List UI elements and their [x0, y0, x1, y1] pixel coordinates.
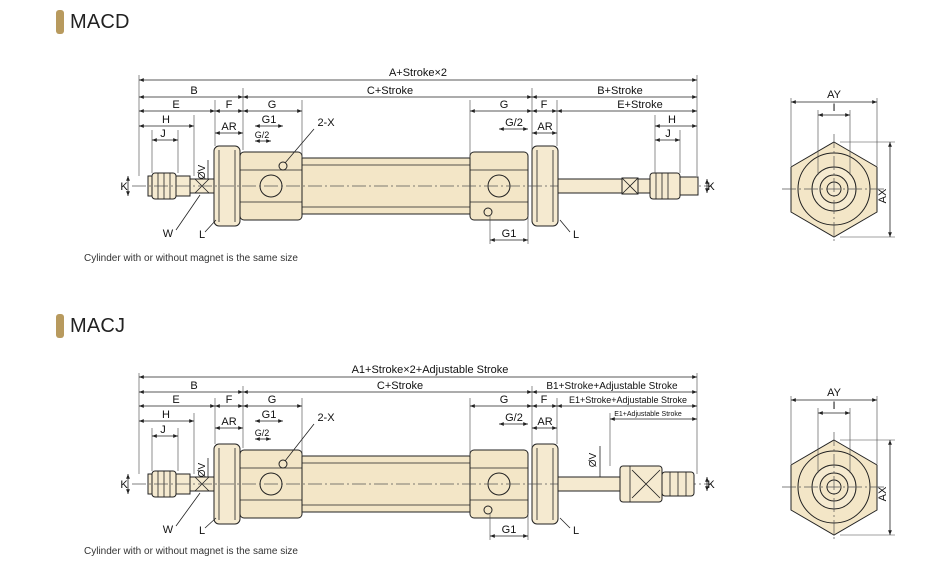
label-g1: G1	[262, 409, 277, 421]
label-ar-right: AR	[537, 416, 552, 428]
label-l: L	[199, 525, 205, 537]
label-ar: AR	[221, 121, 236, 133]
label-j: J	[160, 424, 166, 436]
label-j: J	[160, 128, 166, 140]
label-h: H	[162, 114, 170, 126]
label-a: A+Stroke×2	[389, 67, 447, 79]
section-header-macd: MACD	[56, 9, 130, 35]
label-b-right: B+Stroke	[597, 85, 643, 97]
label-v: ØV	[197, 462, 208, 477]
label-b: B	[190, 85, 197, 97]
section-title: MACJ	[70, 314, 126, 337]
label-2x: 2-X	[317, 117, 335, 129]
label-h: H	[162, 409, 170, 421]
label-k: K	[120, 479, 128, 491]
label-g-right: G	[500, 394, 509, 406]
label-ar: AR	[221, 416, 236, 428]
label-k: K	[120, 181, 128, 193]
label-f: F	[226, 394, 233, 406]
macj-drawing: A1+Stroke×2+Adjustable Stroke B C+Stroke…	[120, 364, 895, 542]
label-l-right: L	[573, 229, 579, 241]
label-2x: 2-X	[317, 412, 335, 424]
label-g1-right: G1	[502, 524, 517, 536]
label-v-right: ØV	[588, 452, 599, 467]
label-c: C+Stroke	[377, 380, 423, 392]
section-marker-icon	[56, 314, 64, 338]
label-i: I	[832, 102, 835, 114]
label-g2: G/2	[255, 428, 270, 438]
label-ay: AY	[827, 89, 842, 101]
section-header-macj: MACJ	[56, 313, 125, 339]
section-marker-icon	[56, 10, 64, 34]
label-g: G	[268, 99, 277, 111]
label-j-right: J	[665, 128, 671, 140]
label-ar-right: AR	[537, 121, 552, 133]
label-g1: G1	[262, 114, 277, 126]
label-f-right: F	[541, 394, 548, 406]
label-b: B	[190, 380, 197, 392]
label-v: ØV	[197, 164, 208, 179]
label-e-right: E+Stroke	[617, 99, 663, 111]
label-ay: AY	[827, 387, 842, 399]
size-note: Cylinder with or without magnet is the s…	[84, 546, 298, 557]
label-a1: A1+Stroke×2+Adjustable Stroke	[352, 364, 509, 376]
label-e1-right: E1+Stroke+Adjustable Stroke	[569, 395, 687, 405]
macd-drawing: A+Stroke×2 B C+Stroke B+Stroke E F G G F…	[120, 67, 895, 244]
label-l: L	[199, 229, 205, 241]
label-ax: AX	[877, 188, 889, 203]
label-f: F	[226, 99, 233, 111]
label-g2: G/2	[255, 130, 270, 140]
size-note: Cylinder with or without magnet is the s…	[84, 253, 298, 264]
label-g2-right: G/2	[505, 412, 523, 424]
label-c: C+Stroke	[367, 85, 413, 97]
label-e: E	[172, 394, 179, 406]
section-title: MACD	[70, 10, 130, 33]
label-g: G	[268, 394, 277, 406]
label-h-right: H	[668, 114, 676, 126]
label-ax: AX	[877, 486, 889, 501]
label-g1-right: G1	[502, 228, 517, 240]
label-k-right: K	[707, 181, 715, 193]
label-w: W	[163, 228, 174, 240]
label-w: W	[163, 524, 174, 536]
label-g2-right: G/2	[505, 117, 523, 129]
label-e: E	[172, 99, 179, 111]
label-l-right: L	[573, 525, 579, 537]
label-g-right: G	[500, 99, 509, 111]
label-f-right: F	[541, 99, 548, 111]
label-b1-right: B1+Stroke+Adjustable Stroke	[546, 381, 678, 392]
label-i: I	[832, 400, 835, 412]
label-e1-adj: E1+Adjustable Stroke	[614, 411, 682, 418]
label-k-right: K	[707, 479, 715, 491]
